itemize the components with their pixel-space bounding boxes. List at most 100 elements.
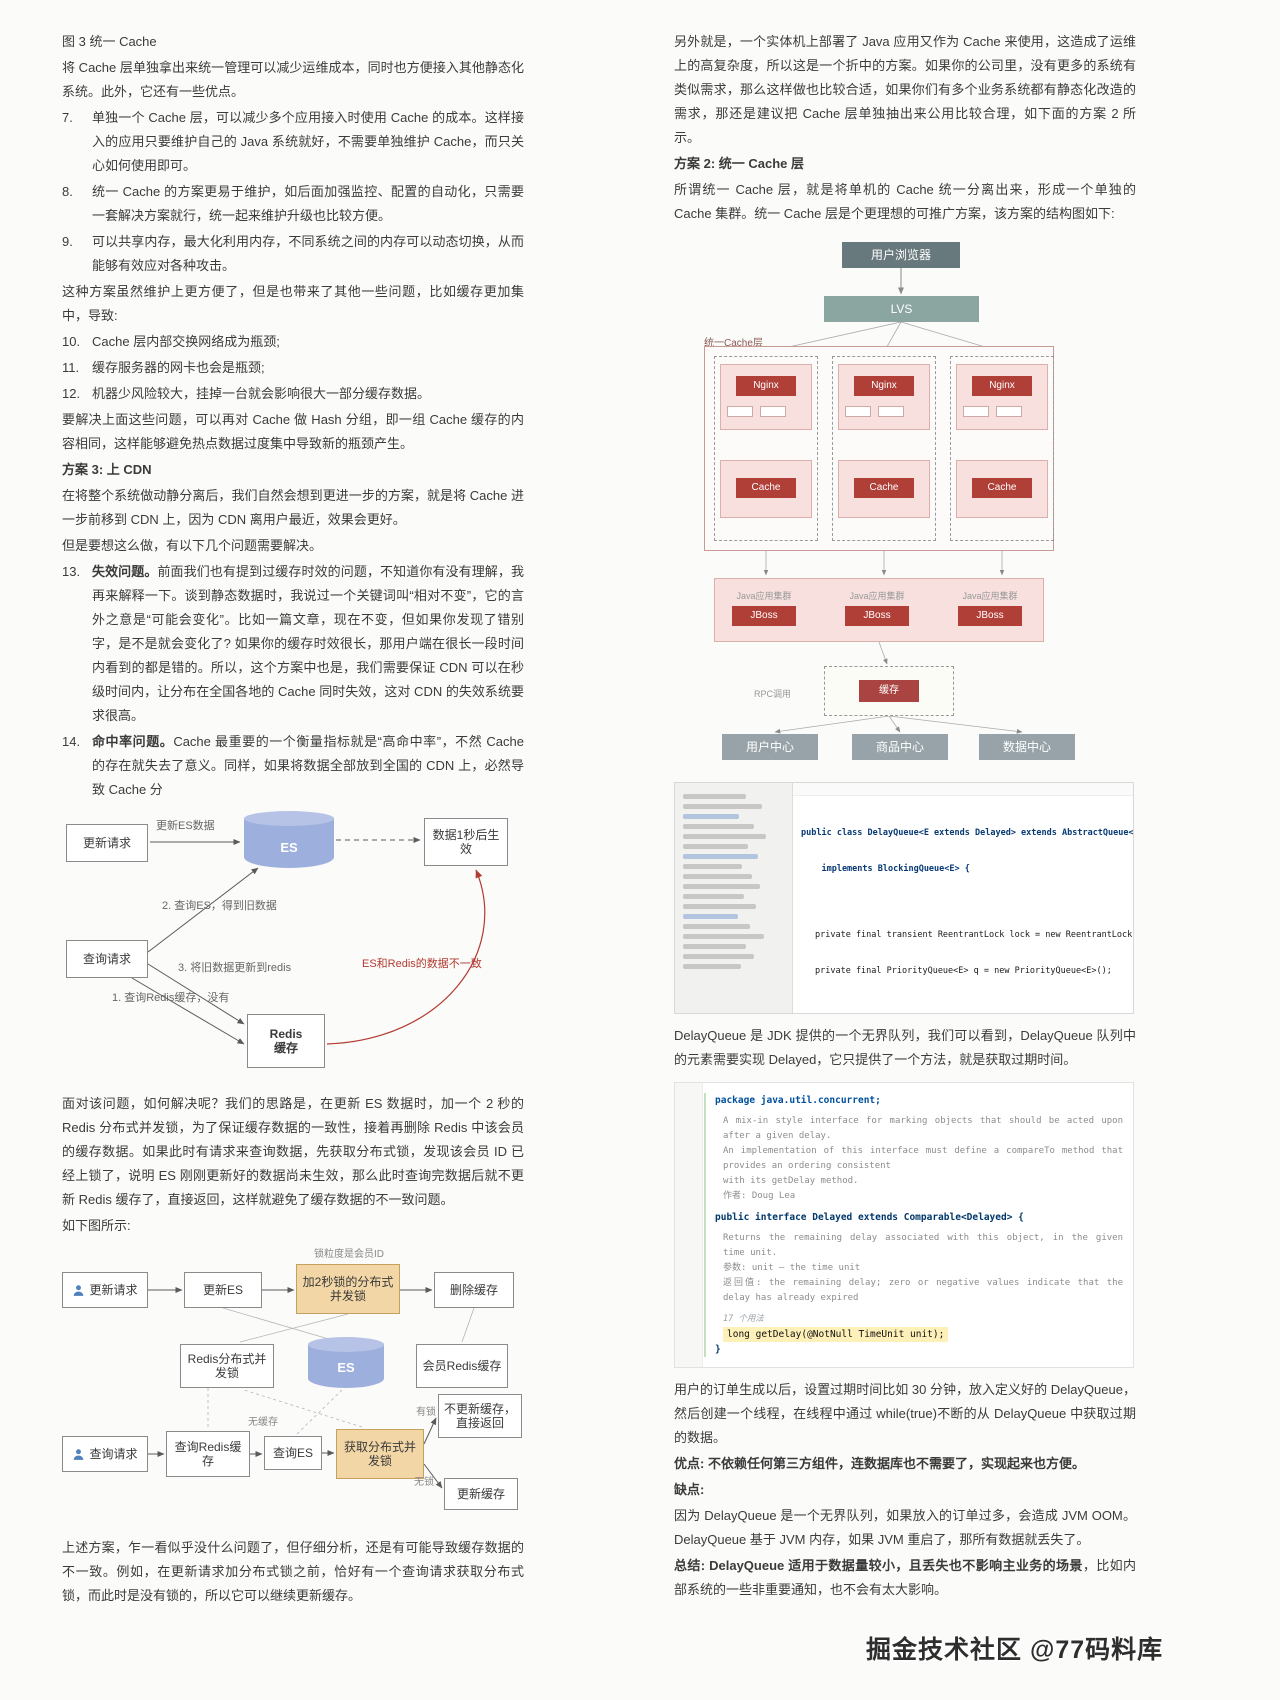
javadoc-line: Returns the remaining delay associated w… (723, 1233, 1123, 1258)
arch-label-java-cluster: Java应用集群 (849, 591, 905, 601)
distributed-lock-flow-diagram: 锁粒度是会员ID 更新请求 更新ES 加2秒锁的分布式并发锁 删除缓存 Redi… (62, 1248, 522, 1526)
list-item-number: 10. (62, 334, 81, 349)
change-marker-bar (704, 1093, 706, 1357)
arch-cache-panel (720, 460, 812, 518)
redis-label-line1: Redis (269, 1027, 303, 1041)
list-item-lead: 命中率问题。 (92, 734, 174, 749)
javadoc-line: with its getDelay method. (723, 1176, 859, 1186)
list-item-text: 统一 Cache 的方案更易于维护，如后面加强监控、配置的自动化，只需要一套解决… (92, 184, 524, 223)
arrow-label-no-cache: 无缓存 (248, 1417, 278, 1428)
arrow-label-update-es: 更新ES数据 (156, 820, 215, 832)
paragraph: 上述方案，乍一看似乎没什么问题了，但仔细分析，还是有可能导致缓存数据的不一致。例… (62, 1540, 524, 1603)
arch-box-product-center: 商品中心 (852, 734, 948, 760)
box-label: 更新请求 (89, 1283, 138, 1297)
code-comment-block (819, 1005, 1133, 1013)
arch-nginx-panel (838, 364, 930, 430)
arch-cache-group (714, 356, 818, 541)
diagram-box-delete-cache: 删除缓存 (434, 1272, 514, 1308)
diagram-arrows (148, 1287, 475, 1489)
javadoc-line: 返回值: the remaining delay; zero or negati… (723, 1278, 1123, 1303)
code-line-getdelay: long getDelay(@NotNull TimeUnit unit); (723, 1327, 949, 1342)
diagram-box-update-request: 更新请求 (62, 1272, 148, 1308)
paragraph: 如下图所示: (62, 1218, 131, 1233)
list-item: 11. 缓存服务器的网卡也会是瓶颈; (62, 356, 524, 380)
list-item-text: 缓存服务器的网卡也会是瓶颈; (92, 360, 265, 375)
arch-sub-node (963, 406, 989, 417)
es-cylinder: ES (308, 1337, 384, 1388)
diagram-box-get-lock: 获取分布式并发锁 (336, 1429, 424, 1479)
list-item-text: 命中率问题。Cache 最重要的一个衡量指标就是“高命中率”，不然 Cache … (92, 730, 524, 802)
list-item: 8. 统一 Cache 的方案更易于维护，如后面加强监控、配置的自动化，只需要一… (62, 180, 524, 228)
left-column: 图 3 统一 Cache 将 Cache 层单独拿出来统一管理可以减少运维成本，… (62, 30, 524, 1610)
list-item-number: 7. (62, 110, 73, 125)
paragraph: 在将整个系统做动静分离后，我们自然会想到更进一步的方案，就是将 Cache 进一… (62, 488, 524, 527)
list-item: 9. 可以共享内存，最大化利用内存，不同系统之间的内存可以动态切换，从而能够有效… (62, 230, 524, 278)
arch-sub-node (845, 406, 871, 417)
arch-box-user-center: 用户中心 (722, 734, 818, 760)
arch-box-jboss: JBoss (845, 606, 909, 626)
paragraph: 这种方案虽然维护上更方便了，但是也带来了其他一些问题，比如缓存更加集中，导致: (62, 284, 524, 323)
arrow-label-step2: 2. 查询ES，得到旧数据 (162, 900, 277, 912)
summary-rest: ，比如内部系统的一些非重要通知，也不会有太大影响。 (674, 1558, 1136, 1597)
arrow-label-step1: 1. 查询Redis缓存，没有 (112, 992, 230, 1004)
list-item-number: 11. (62, 360, 80, 375)
right-column: 另外就是，一个实体机上部署了 Java 应用又作为 Cache 来使用，这造成了… (674, 30, 1136, 1604)
line-number-gutter (675, 1083, 703, 1367)
diagram-box-no-update-cache: 不更新缓存，直接返回 (438, 1394, 522, 1438)
summary-lead: 总结: DelayQueue 适用于数据量较小，且丢失也不影响主业务的场景 (674, 1558, 1083, 1573)
arch-box-nginx: Nginx (736, 376, 796, 396)
list-item-text: 机器少风险较大，挂掉一台就会影响很大一部分缓存数据。 (92, 386, 431, 401)
list-item-number: 13. (62, 564, 81, 579)
es-label: ES (337, 1360, 355, 1375)
arch-box-cache: Cache (972, 478, 1032, 498)
paragraph: 因为 DelayQueue 是一个无界队列，如果放入的订单过多，会造成 JVM … (674, 1508, 1136, 1547)
code-line: public class DelayQueue<E extends Delaye… (801, 828, 1134, 838)
arch-box-nginx: Nginx (854, 376, 914, 396)
paragraph-summary: 总结: DelayQueue 适用于数据量较小，且丢失也不影响主业务的场景，比如… (674, 1554, 1136, 1602)
watermark: 掘金技术社区 @77码料库 (866, 1636, 1164, 1664)
arch-label-unified-cache-layer: 统一Cache层 (704, 338, 763, 349)
paragraph: 所谓统一 Cache 层，就是将单机的 Cache 统一分离出来，形成一个单独的… (674, 182, 1136, 221)
arch-box-jboss: JBoss (958, 606, 1022, 626)
figure-caption: 图 3 统一 Cache (62, 34, 157, 49)
arch-sub-node (727, 406, 753, 417)
arch-box-cache: Cache (854, 478, 914, 498)
inconsistency-label: ES和Redis的数据不一致 (362, 958, 482, 970)
list-item-lead: 失效问题。 (92, 564, 158, 579)
paragraph: 要解决上面这些问题，可以再对 Cache 做 Hash 分组，即一组 Cache… (62, 412, 524, 451)
code-line-package: package java.util.concurrent; (715, 1095, 881, 1106)
box-label: 查询请求 (89, 1447, 138, 1461)
diagram-arrows (131, 837, 486, 1045)
list-item-text: 可以共享内存，最大化利用内存，不同系统之间的内存可以动态切换，从而能够有效应对各… (92, 234, 524, 273)
code-line: private final PriorityQueue<E> q = new P… (815, 966, 1112, 976)
list-item: 12. 机器少风险较大，挂掉一台就会影响很大一部分缓存数据。 (62, 382, 524, 406)
arch-sub-node (878, 406, 904, 417)
list-item-body: 前面我们也有提到过缓存时效的问题，不知道你有没有理解，我再来解释一下。谈到静态数… (92, 564, 524, 723)
es-cylinder: ES (244, 811, 334, 868)
diagram-box-update-es: 更新ES (184, 1272, 262, 1308)
usages-hint: 17 个用法 (723, 1314, 764, 1324)
arch-nginx-panel (720, 364, 812, 430)
code-line: private final transient ReentrantLock lo… (815, 930, 1134, 940)
arch-sub-node (760, 406, 786, 417)
user-icon (72, 1284, 85, 1297)
arch-cache-group (832, 356, 936, 541)
es-label: ES (280, 840, 298, 855)
arch-box-lvs: LVS (824, 296, 979, 322)
arch-cache-group (950, 356, 1054, 541)
list-item: 7. 单独一个 Cache 层，可以减少多个应用接入时使用 Cache 的成本。… (62, 106, 524, 178)
arrow-label-step3: 3. 将旧数据更新到redis (178, 962, 292, 974)
list-item-number: 14. (62, 734, 81, 749)
arch-label-rpc: RPC调用 (754, 689, 792, 699)
paragraph: 另外就是，一个实体机上部署了 Java 应用又作为 Cache 来使用，这造成了… (674, 34, 1136, 145)
list-item-body: Cache 最重要的一个衡量指标就是“高命中率”，不然 Cache 的存在就失去… (92, 734, 524, 797)
diagram-box-update-request: 更新请求 (66, 824, 148, 862)
arch-box-cache: Cache (736, 478, 796, 498)
user-icon (72, 1448, 85, 1461)
ide-screenshot-delayqueue: public class DelayQueue<E extends Delaye… (674, 782, 1134, 1014)
code-line: implements BlockingQueue<E> { (801, 864, 970, 874)
es-redis-flow-diagram: 更新请求 更新ES数据 ES 数据1秒后生效 查询请求 2. 查询ES，得到旧数… (62, 811, 522, 1082)
javadoc-line: A mix-in style interface for marking obj… (723, 1116, 1123, 1141)
arch-box-nginx: Nginx (972, 376, 1032, 396)
javadoc-line: 参数: unit – the time unit (723, 1263, 861, 1273)
